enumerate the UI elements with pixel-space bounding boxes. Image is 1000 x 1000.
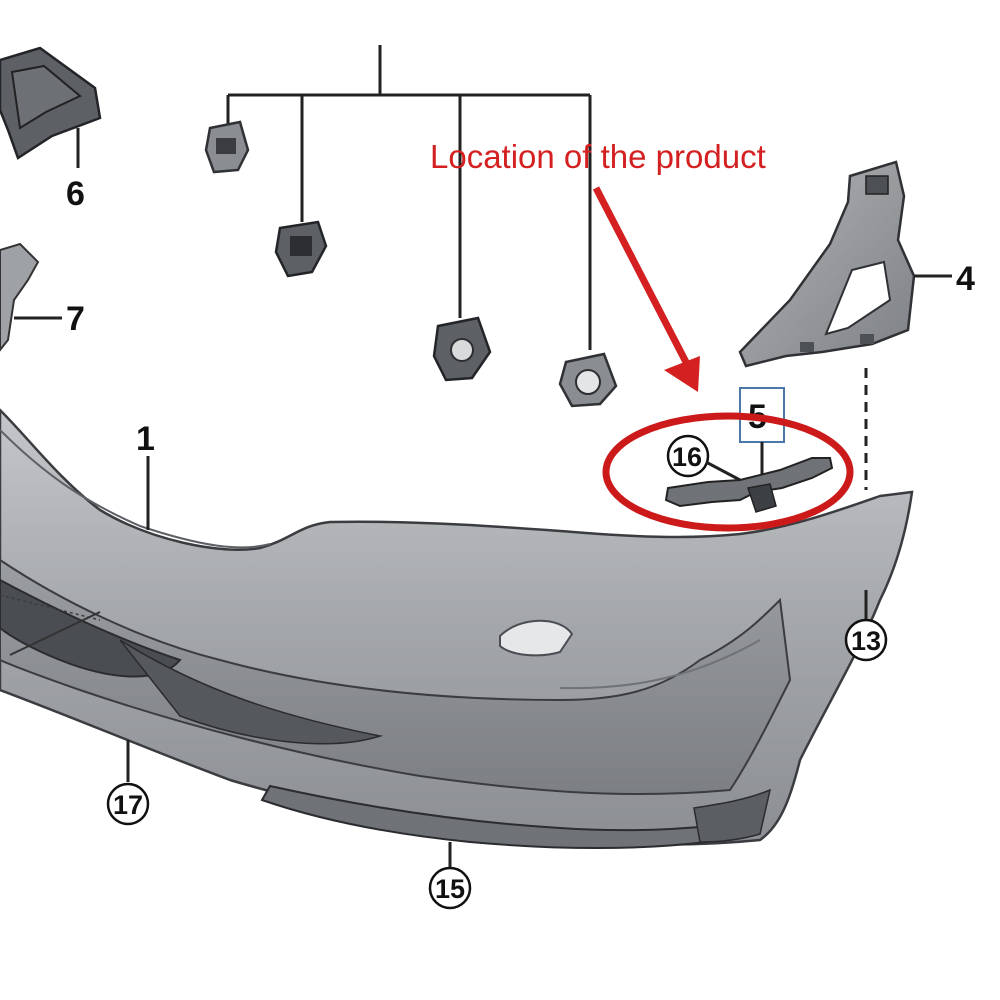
callout-13-circle	[844, 618, 888, 662]
part-7-trim	[0, 242, 62, 352]
callout-16: 16	[672, 442, 702, 472]
fastener-leader-tree	[226, 45, 592, 350]
clip-1	[204, 120, 250, 174]
callout-17-circle	[106, 782, 150, 826]
callout-16-circle	[666, 434, 710, 478]
annotation-arrow	[592, 186, 700, 392]
clip-4	[558, 352, 618, 408]
callout-13: 13	[851, 626, 881, 656]
part-6-bracket	[0, 46, 102, 168]
callout-4: 4	[956, 260, 975, 298]
part-4-bracket	[738, 160, 952, 490]
clip-2	[274, 220, 328, 278]
callout-15-circle	[428, 866, 472, 910]
part-5-bracket	[664, 457, 834, 513]
highlight-ring	[602, 412, 854, 532]
bumper-body	[0, 408, 914, 849]
annotation-text: Location of the product	[430, 138, 766, 175]
callout-7: 7	[66, 300, 85, 338]
callout-6: 6	[66, 175, 85, 213]
callout-16-group: 16	[666, 434, 741, 482]
callout-1: 1	[136, 420, 155, 458]
callout-15: 15	[435, 874, 465, 904]
callout-17: 17	[113, 790, 143, 820]
clip-3	[432, 316, 492, 382]
